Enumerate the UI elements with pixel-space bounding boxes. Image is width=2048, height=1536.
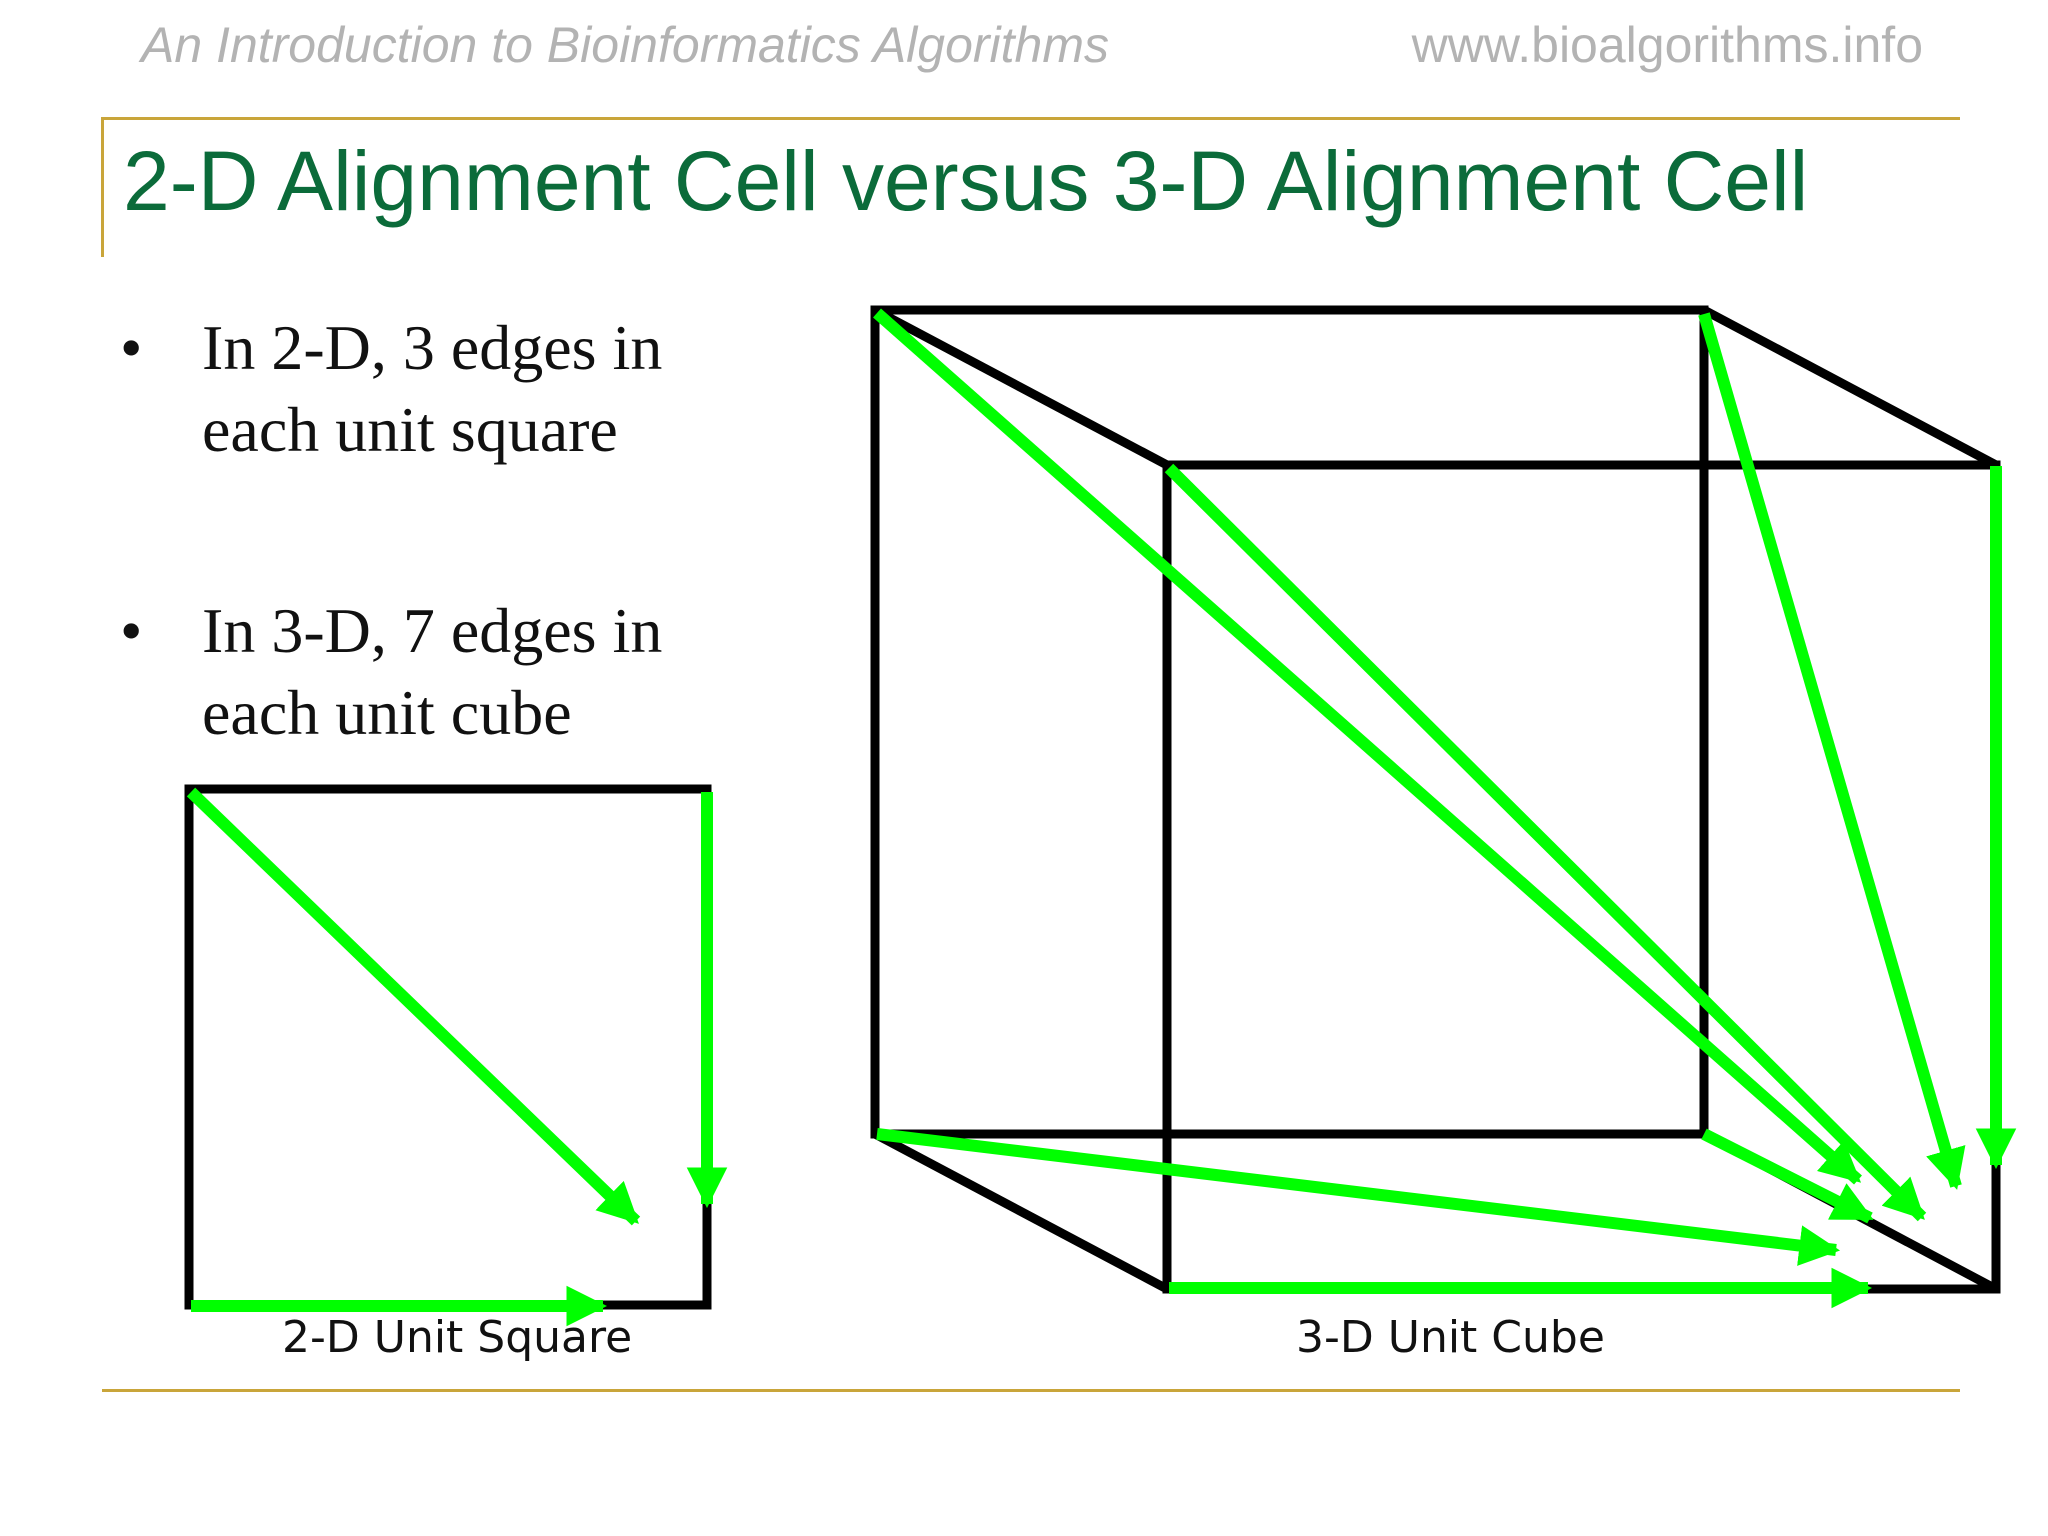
slide-title: 2-D Alignment Cell versus 3-D Alignment … [123,134,1809,228]
unit-square-caption: 2-D Unit Square [282,1312,633,1363]
unit-cube-edges [873,308,2017,1309]
bottom-rule [102,1389,1960,1392]
bullet-marker: • [120,595,143,666]
unit-cube-caption: 3-D Unit Cube [1296,1312,1605,1363]
website-url: www.bioalgorithms.info [1411,17,1923,73]
cube-bottom-face-diagonal-edge [876,1128,1841,1266]
cube-depth-edge [1701,1128,1874,1224]
square-diagonal-edge [186,787,641,1226]
cube-main-diagonal-edge [873,308,1862,1185]
book-title: An Introduction to Bioinformatics Algori… [141,17,1110,73]
unit-square-edges [186,787,728,1327]
cube-front-face-diagonal-edge [1164,463,1927,1222]
cube-right-face-diagonal-edge [1698,312,1966,1190]
title-side-rule [101,117,104,257]
bullet-text: In 2-D, 3 edges in each unit square [202,312,663,465]
bullet-marker: • [120,312,143,383]
top-rule [102,117,1960,120]
bullet-text: In 3-D, 7 edges in each unit cube [202,595,663,748]
